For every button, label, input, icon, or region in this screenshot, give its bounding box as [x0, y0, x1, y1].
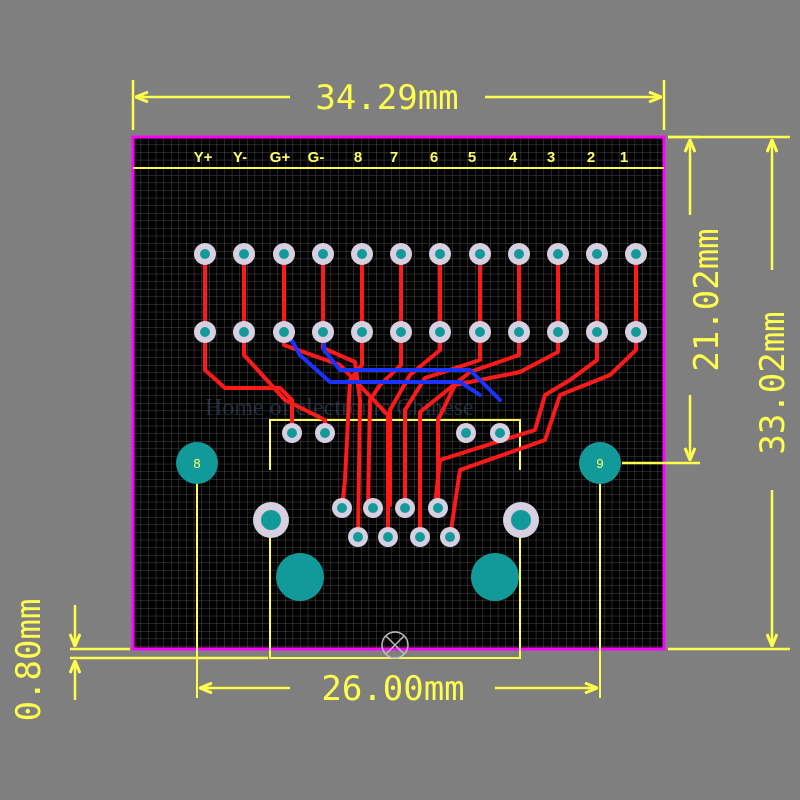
header-label: G+ — [270, 149, 291, 166]
pad — [508, 243, 530, 265]
header-label: 5 — [468, 149, 476, 166]
pad — [378, 527, 398, 547]
pad — [469, 243, 491, 265]
pad-large — [253, 502, 289, 538]
header-labels: Y+ Y- G+ G- 8 7 6 5 4 3 2 1 — [194, 149, 629, 166]
header-label: 4 — [509, 149, 518, 166]
pad — [282, 423, 302, 443]
trace — [418, 330, 521, 537]
pad — [428, 498, 448, 518]
dim-width-top-label: 34.29mm — [315, 78, 458, 118]
header-label: 7 — [390, 149, 398, 166]
header-label: 2 — [587, 149, 595, 166]
header-label: 3 — [547, 149, 555, 166]
connector-outline — [196, 419, 601, 698]
trace — [366, 330, 403, 507]
pad-large — [503, 502, 539, 538]
pad — [429, 243, 451, 265]
dim-width-bottom-label: 26.00mm — [321, 669, 464, 709]
pad — [395, 498, 415, 518]
pad — [315, 423, 335, 443]
pad — [390, 321, 412, 343]
bottom-traces — [285, 330, 502, 402]
dim-height-inner-label: 21.02mm — [687, 228, 727, 371]
pad — [390, 243, 412, 265]
pad — [348, 527, 368, 547]
pad — [363, 498, 383, 518]
shield-hole-right — [471, 553, 519, 601]
pad — [469, 321, 491, 343]
header-label: Y+ — [194, 149, 213, 166]
header-label: G- — [308, 149, 325, 166]
pad — [233, 243, 255, 265]
trace — [448, 330, 638, 539]
watermark: Home of electronic Chinese — [205, 395, 474, 421]
pad — [233, 321, 255, 343]
pad — [625, 321, 647, 343]
pad — [490, 423, 510, 443]
pad — [194, 243, 216, 265]
pad — [456, 423, 476, 443]
pad — [440, 527, 460, 547]
pad — [332, 498, 352, 518]
dim-width-top — [131, 80, 666, 130]
pad — [273, 243, 295, 265]
dim-height-outer-label: 33.02mm — [753, 311, 793, 454]
pad — [410, 527, 430, 547]
pad — [508, 321, 530, 343]
mount-hole-8: 8 — [176, 442, 218, 484]
header-label: 1 — [620, 149, 628, 166]
dim-offset-left — [70, 605, 268, 700]
svg-text:8: 8 — [193, 456, 200, 471]
pad — [547, 321, 569, 343]
pad — [351, 321, 373, 343]
trace — [433, 330, 599, 507]
pad — [312, 243, 334, 265]
trace — [436, 330, 560, 510]
pad — [194, 321, 216, 343]
svg-text:9: 9 — [596, 456, 603, 471]
pad — [273, 321, 295, 343]
pads — [194, 243, 647, 547]
header-label: 8 — [354, 149, 362, 166]
pad — [429, 321, 451, 343]
trace — [403, 330, 482, 510]
pad — [586, 243, 608, 265]
dim-offset-left-label: 0.80mm — [9, 599, 49, 722]
pad — [625, 243, 647, 265]
origin-marker — [381, 631, 409, 659]
pad — [351, 243, 373, 265]
pad — [547, 243, 569, 265]
header-label: Y- — [233, 149, 247, 166]
pad — [312, 321, 334, 343]
dim-height-inner — [622, 135, 700, 465]
header-label: 6 — [430, 149, 438, 166]
pad — [586, 321, 608, 343]
shield-hole-left — [276, 553, 324, 601]
mount-hole-9: 9 — [579, 442, 621, 484]
